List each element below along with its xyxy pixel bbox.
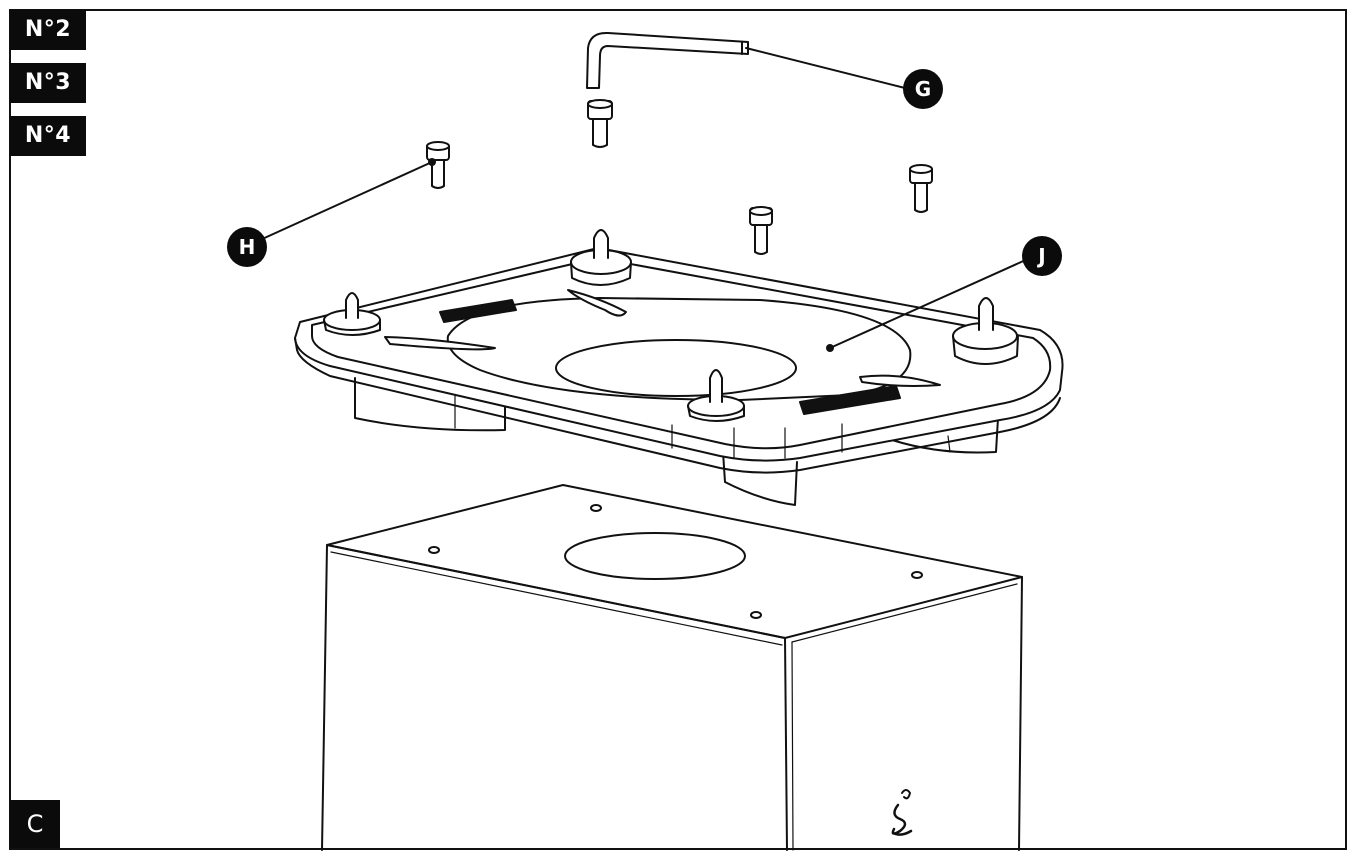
pin-top [570, 229, 632, 286]
callout-H: H [227, 227, 267, 267]
screw-1 [426, 141, 450, 189]
base-plate [294, 229, 1064, 506]
svg-text:G: G [915, 77, 931, 101]
svg-text:J: J [1036, 244, 1045, 268]
screws [426, 99, 933, 255]
pin-left [323, 292, 381, 336]
pin-right [952, 297, 1019, 365]
panel-letter: C [10, 800, 60, 848]
screw-3 [909, 164, 933, 213]
callout-G: G [903, 69, 943, 109]
leader-G [745, 47, 906, 89]
allen-key [586, 31, 749, 89]
svg-text:H: H [239, 235, 256, 259]
pin-front [687, 369, 745, 422]
step-label-2: N°2 [10, 10, 86, 50]
screw-2 [587, 99, 613, 148]
leader-H [259, 161, 433, 241]
cabinet [321, 484, 1023, 851]
step-label-4: N°4 [10, 116, 86, 156]
screw-4 [749, 206, 773, 255]
callout-J: J [1022, 236, 1062, 276]
leader-J [829, 257, 1031, 349]
step-label-3: N°3 [10, 63, 86, 103]
